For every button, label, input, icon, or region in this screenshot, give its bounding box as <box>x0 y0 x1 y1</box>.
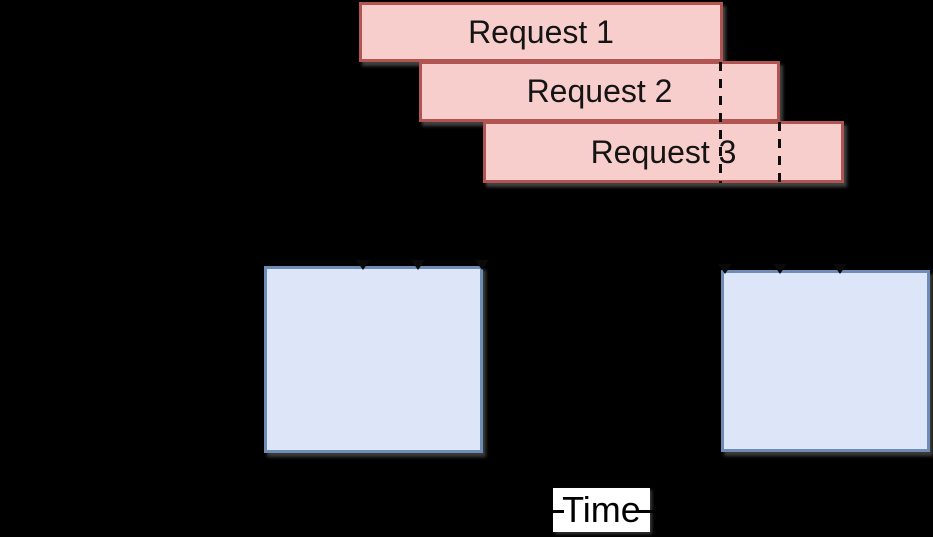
down-arrowhead-icon <box>475 260 489 270</box>
batch-box <box>721 270 930 452</box>
request-bar-label: Request 3 <box>590 133 737 170</box>
batch-box <box>264 266 483 453</box>
down-arrowhead-icon <box>411 260 425 270</box>
down-arrowhead-icon <box>718 264 732 274</box>
request-bar-label: Request 2 <box>526 73 673 109</box>
down-arrowhead-icon <box>773 264 787 274</box>
time-axis-line-left <box>543 510 564 513</box>
request-bar: Request 1 <box>359 2 723 62</box>
request-bar: Request 3 <box>483 121 844 183</box>
batch-boundary-dashed-line <box>778 122 781 183</box>
time-axis-line-right <box>636 510 658 513</box>
down-arrowhead-icon <box>833 264 847 274</box>
time-axis-label: Time <box>553 488 650 532</box>
down-arrowhead-icon <box>356 260 370 270</box>
batch-boundary-dashed-line <box>719 62 722 183</box>
time-axis-label-text: Time <box>562 489 641 530</box>
request-bar-label: Request 1 <box>468 13 614 50</box>
request-bar: Request 2 <box>419 61 780 122</box>
